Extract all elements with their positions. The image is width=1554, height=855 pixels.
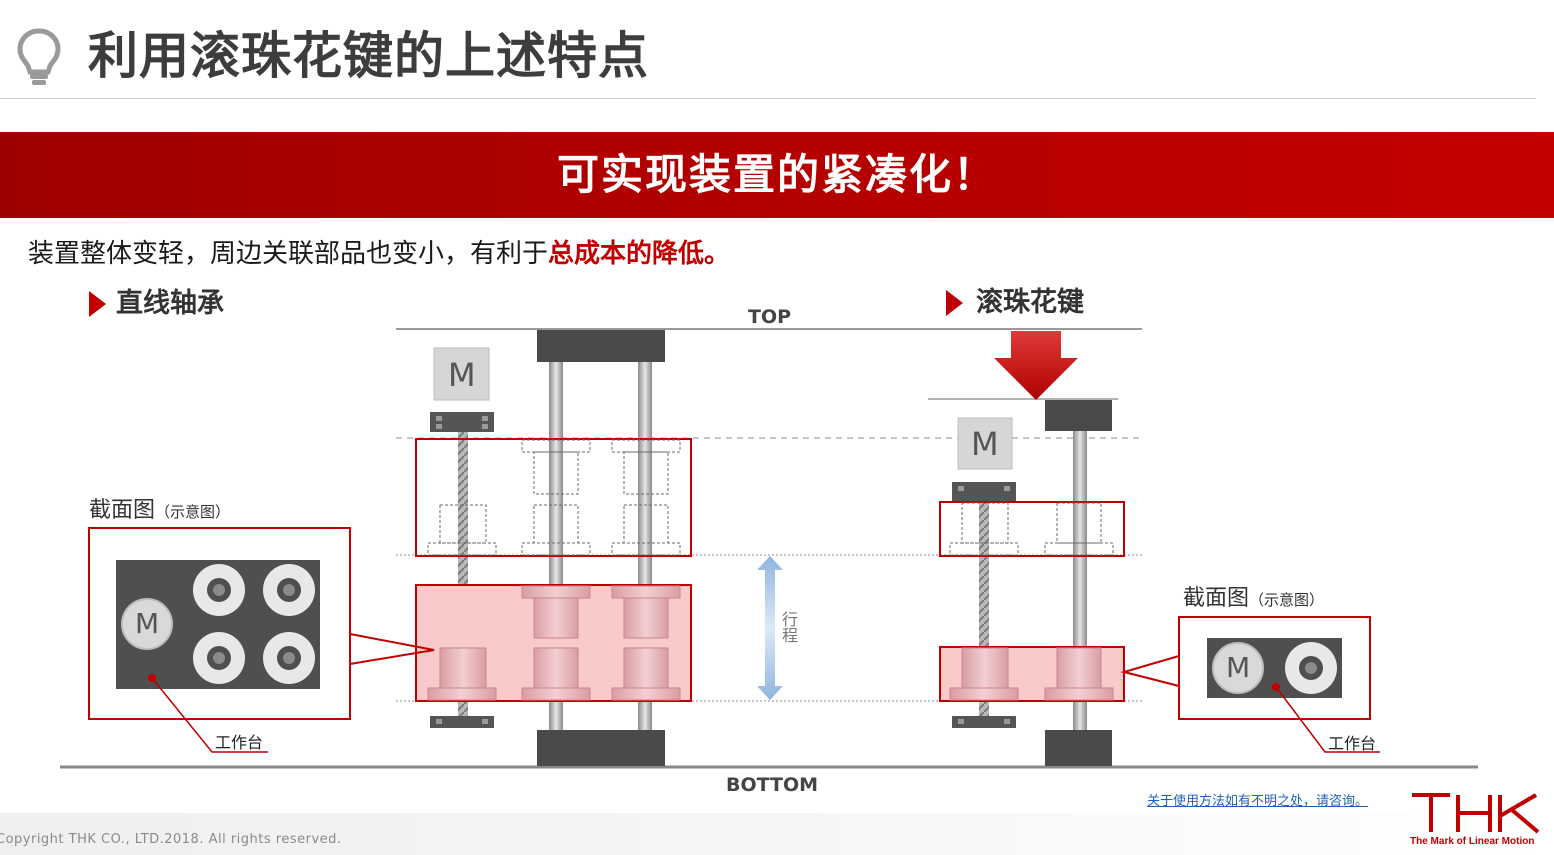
right-caption-main: 截面图 (1183, 586, 1250, 611)
stroke-label-1: 行 (781, 610, 798, 629)
logo-tagline: The Mark of Linear Motion (1410, 836, 1535, 847)
right-upper-frame (939, 501, 1125, 557)
left-table-label: 工作台 (215, 733, 264, 752)
left-motor-label: M (448, 356, 476, 394)
right-section-arrow-icon (946, 290, 963, 316)
lead-highlight: 总成本的降低。 (548, 239, 731, 269)
left-screw-upper-block (430, 412, 494, 432)
right-ball-screw (979, 502, 989, 716)
right-section-frame (1178, 616, 1371, 720)
banner-text: 可实现装置的紧凑化！ (556, 150, 997, 199)
right-screw-lower-block (952, 716, 1016, 728)
left-section-frame (88, 527, 351, 720)
left-section-bearings (193, 564, 315, 684)
copyright-text: Copyright THK CO., LTD.2018. All rights … (0, 832, 342, 847)
bottom-label: BOTTOM (726, 774, 819, 796)
lead-body: 装置整体变轻，周边关联部品也变小，有利于 (28, 239, 549, 269)
left-motor (433, 347, 490, 401)
left-ball-screw (458, 432, 468, 716)
lead-text: 装置整体变轻，周边关联部品也变小，有利于总成本的降低。 (28, 234, 730, 274)
top-label: TOP (748, 306, 792, 328)
right-motor (957, 417, 1013, 470)
footer-bar (0, 813, 1554, 855)
press-arrow-icon (994, 331, 1078, 400)
right-callout-pointer (1120, 655, 1180, 687)
left-section-label: 直线轴承 (116, 288, 224, 319)
page-title: 利用滚珠花键的上述特点 (88, 27, 649, 85)
right-section-label: 滚珠花键 (976, 287, 1084, 318)
right-section-caption: 截面图（示意图） (1183, 584, 1324, 615)
right-section-spline (1285, 642, 1337, 694)
left-caption-main: 截面图 (89, 498, 156, 523)
title-row: 利用滚珠花键的上述特点 (0, 0, 1554, 100)
right-top-plate (1045, 400, 1112, 431)
headline-banner: 可实现装置的紧凑化！ (0, 132, 1554, 218)
left-section-motor-label: M (135, 607, 160, 640)
right-motor-label: M (971, 425, 999, 463)
left-screw-lower-block (430, 716, 494, 728)
left-callout-pointer (349, 633, 435, 665)
right-section-motor (1212, 642, 1264, 694)
right-section-motor-label: M (1226, 651, 1251, 684)
right-screw-upper-block (952, 482, 1016, 502)
right-table-label: 工作台 (1328, 734, 1377, 753)
stroke-arrow (757, 556, 783, 700)
left-caption-note: （示意图） (155, 503, 231, 521)
left-section-caption: 截面图（示意图） (89, 496, 230, 527)
left-table-leader (151, 677, 268, 753)
right-caption-note: （示意图） (1249, 591, 1325, 609)
lightbulb-icon (17, 28, 61, 85)
stroke-label-2: 程 (781, 626, 798, 645)
right-table-leader (1275, 686, 1380, 753)
right-bottom-plate (1045, 730, 1112, 766)
left-upper-frame (415, 438, 692, 557)
title-divider (0, 98, 1536, 99)
left-top-plate (537, 330, 665, 362)
left-section-motor (121, 598, 173, 650)
help-link[interactable]: 关于使用方法如有不明之处，请咨询。 (1147, 794, 1369, 809)
left-section-arrow-icon (89, 291, 106, 317)
thk-logo (1412, 793, 1540, 834)
left-bottom-plate (537, 730, 665, 766)
